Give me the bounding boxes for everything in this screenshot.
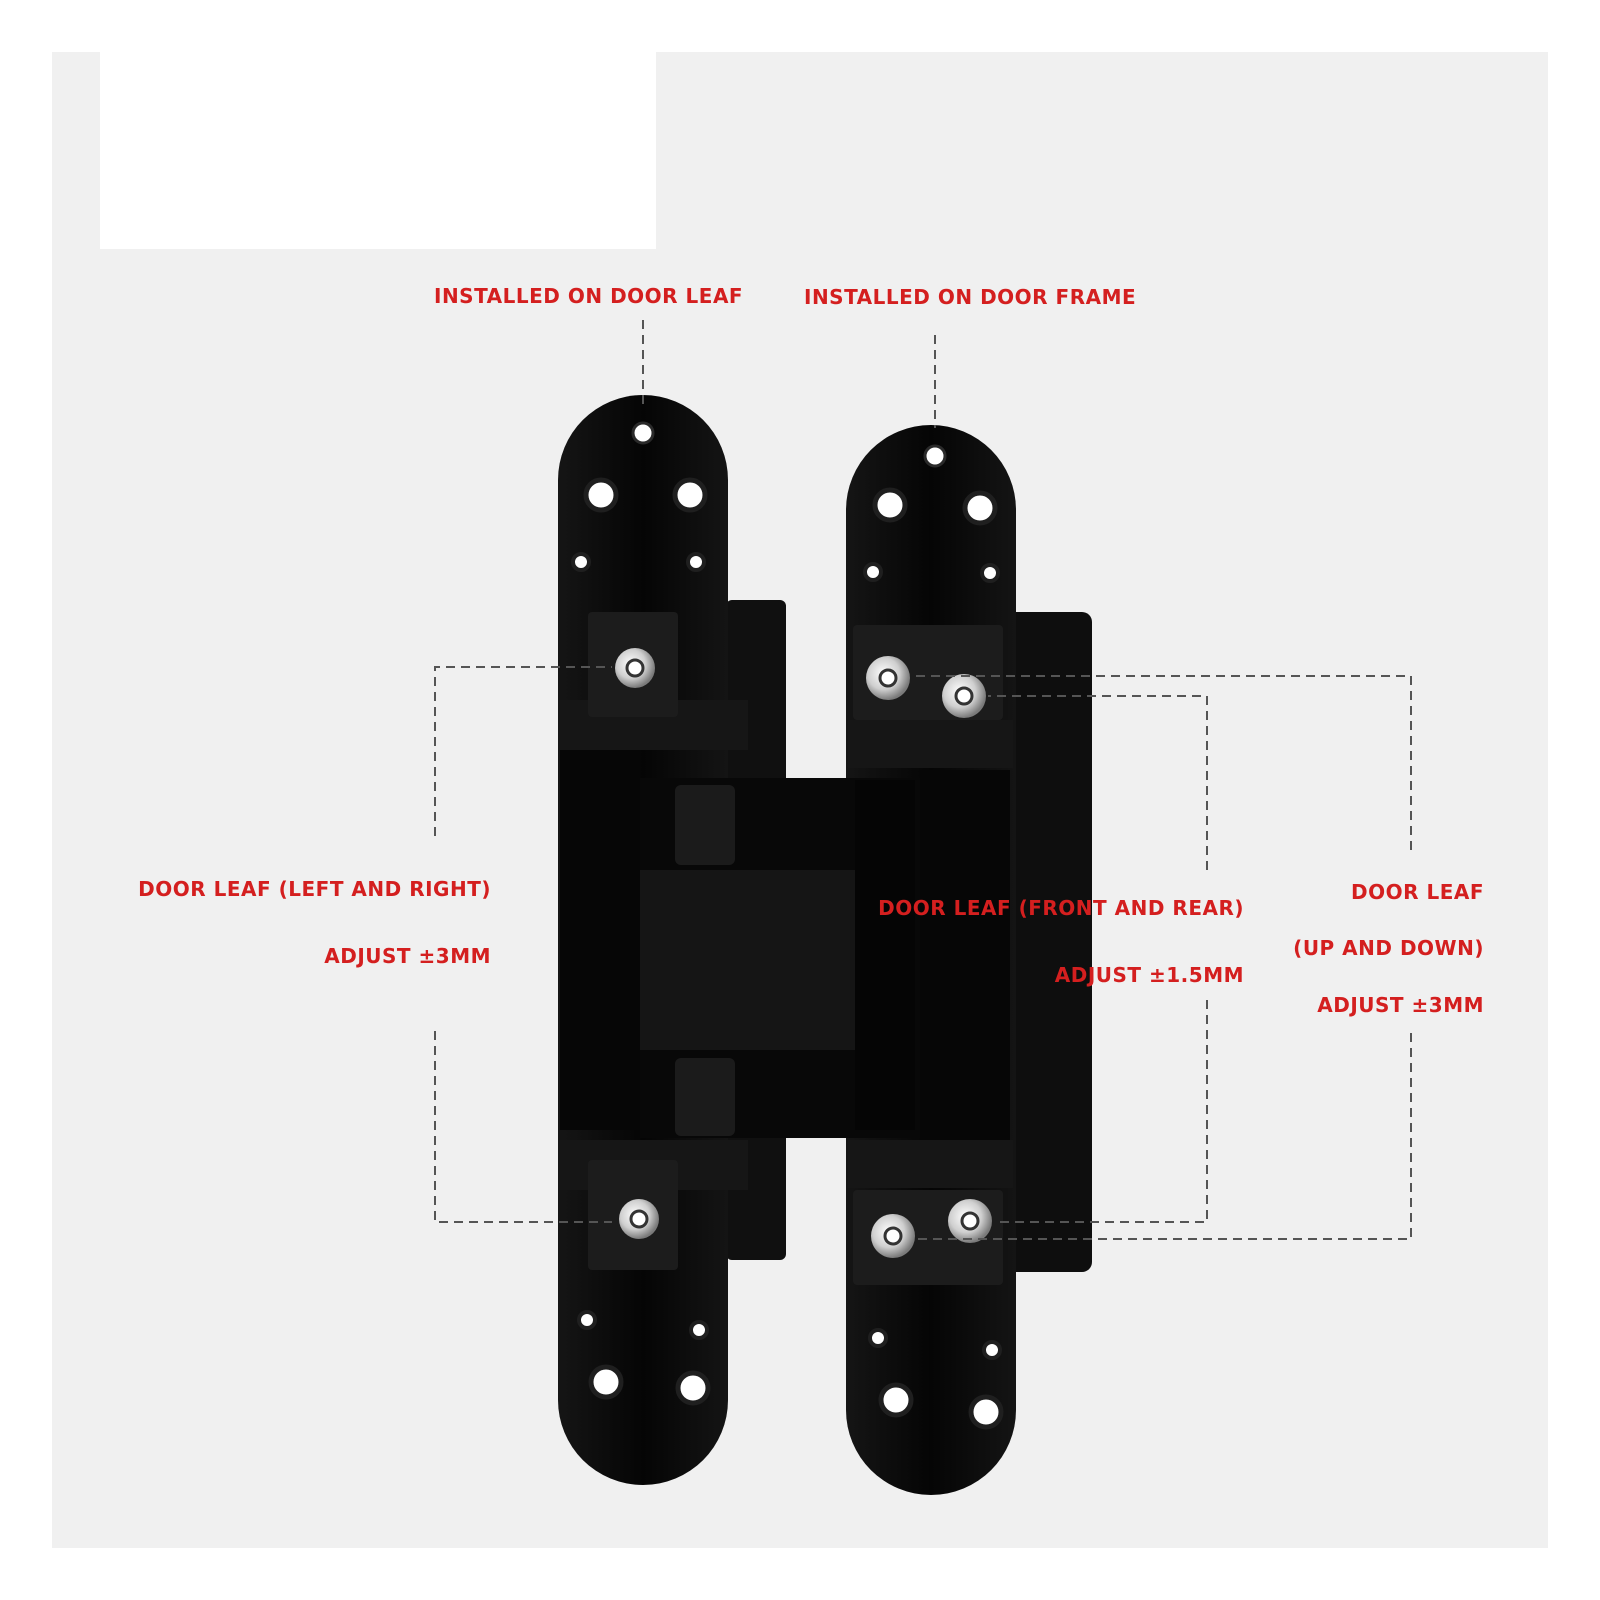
leader-up-down-bottom [918, 1033, 1412, 1240]
right-pin-hole [923, 444, 947, 468]
left-pin-hole [631, 421, 655, 445]
label-left-right-adjust: ADJUST ±3MM [324, 944, 491, 968]
label-up-down-subtitle: (UP AND DOWN) [1293, 936, 1484, 960]
label-installed-on-door-leaf: INSTALLED ON DOOR LEAF [434, 284, 744, 308]
left-top-screw [615, 648, 655, 688]
left-bottom-screw [619, 1199, 659, 1239]
right-top-screw-inner [942, 674, 986, 718]
right-top-screw-outer [866, 656, 910, 700]
leader-left-right-top [434, 666, 612, 836]
right-bottom-screw-outer [871, 1214, 915, 1258]
label-front-rear-title: DOOR LEAF (FRONT AND REAR) [878, 896, 1244, 920]
label-up-down-title: DOOR LEAF [1350, 880, 1484, 904]
label-up-down-adjust: ADJUST ±3MM [1317, 993, 1484, 1017]
leader-front-rear-bottom [994, 1000, 1208, 1223]
label-installed-on-door-frame: INSTALLED ON DOOR FRAME [804, 285, 1137, 309]
left-hinge-leaf [558, 395, 786, 1485]
label-front-rear-adjust: ADJUST ±1.5MM [1054, 963, 1244, 987]
hinge-knuckle [640, 778, 920, 1138]
label-left-right-title: DOOR LEAF (LEFT AND RIGHT) [138, 877, 491, 901]
leader-up-down-top [912, 675, 1412, 850]
right-bottom-screw-inner [948, 1199, 992, 1243]
leader-front-rear-top [988, 695, 1208, 870]
blank-area [100, 52, 656, 249]
leader-left-right-bottom [434, 1031, 612, 1223]
